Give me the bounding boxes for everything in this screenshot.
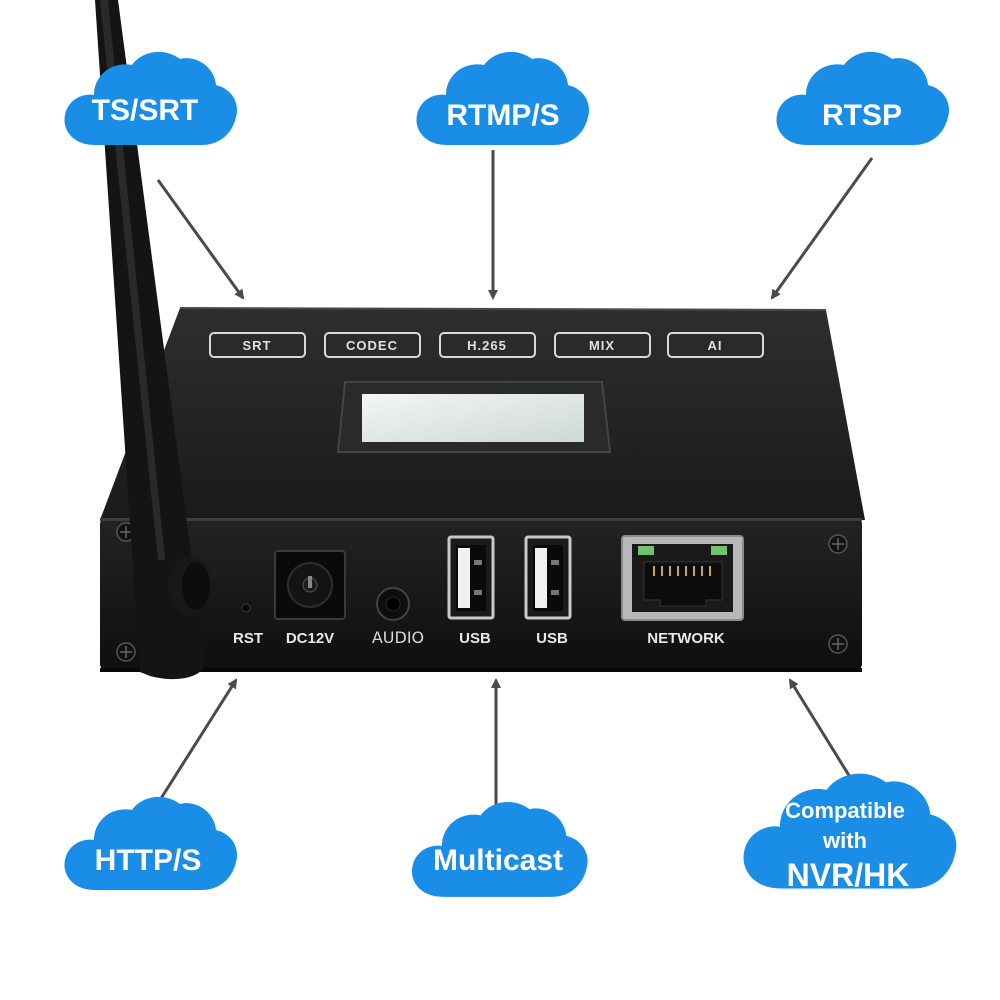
link-led-icon — [638, 546, 654, 555]
activity-led-icon — [711, 546, 727, 555]
srt-button-label: SRT — [243, 338, 272, 353]
arrow-ts-srt — [156, 179, 245, 300]
cloud-rtmp-s: RTMP/S — [416, 51, 590, 145]
usb-port-1[interactable] — [447, 535, 495, 620]
usb-label-1: USB — [459, 630, 491, 647]
dc-power-port[interactable] — [274, 550, 346, 620]
h265-button[interactable]: H.265 — [439, 332, 536, 358]
mix-button-label: MIX — [589, 338, 615, 353]
arrow-http-s — [158, 678, 238, 801]
cloud-compatible-line2: with — [822, 828, 867, 853]
cloud-multicast-label: Multicast — [433, 844, 563, 877]
h265-button-label: H.265 — [467, 338, 507, 353]
arrow-compatible — [788, 678, 860, 791]
dc12v-label: DC12V — [286, 630, 334, 647]
arrows — [156, 150, 874, 830]
cloud-rtsp-label: RTSP — [822, 99, 902, 132]
cloud-compatible-line3: NVR/HK — [787, 857, 910, 893]
audio-jack[interactable] — [376, 587, 410, 621]
srt-button[interactable]: SRT — [209, 332, 306, 358]
cloud-multicast: Multicast — [411, 802, 588, 897]
codec-button-label: CODEC — [346, 338, 398, 353]
ai-button-label: AI — [708, 338, 723, 353]
cloud-rtsp: RTSP — [776, 51, 950, 145]
cloud-http-s-label: HTTP/S — [95, 844, 202, 877]
cloud-ts-srt-label: TS/SRT — [92, 94, 199, 127]
mix-button[interactable]: MIX — [554, 332, 651, 358]
audio-label: AUDIO — [372, 628, 424, 647]
ai-button[interactable]: AI — [667, 332, 764, 358]
screw-icon — [116, 522, 848, 662]
cloud-http-s: HTTP/S — [64, 796, 238, 890]
device: SRT CODEC H.265 MIX AI — [100, 307, 865, 672]
usb-port-2[interactable] — [524, 535, 572, 620]
cloud-compatible: Compatible with NVR/HK — [743, 773, 957, 893]
cloud-compatible-line1: Compatible — [785, 798, 905, 823]
lcd-display — [336, 381, 612, 453]
network-label: NETWORK — [647, 630, 725, 647]
codec-button[interactable]: CODEC — [324, 332, 421, 358]
reset-hole[interactable] — [241, 603, 251, 613]
top-button-row: SRT CODEC H.265 MIX AI — [209, 332, 764, 358]
usb-label-2: USB — [536, 630, 568, 647]
rst-label: RST — [233, 630, 263, 647]
cloud-rtmp-s-label: RTMP/S — [446, 99, 559, 132]
ethernet-port[interactable] — [621, 535, 744, 621]
arrow-rtsp — [770, 157, 874, 300]
cloud-ts-srt: TS/SRT — [64, 51, 238, 145]
